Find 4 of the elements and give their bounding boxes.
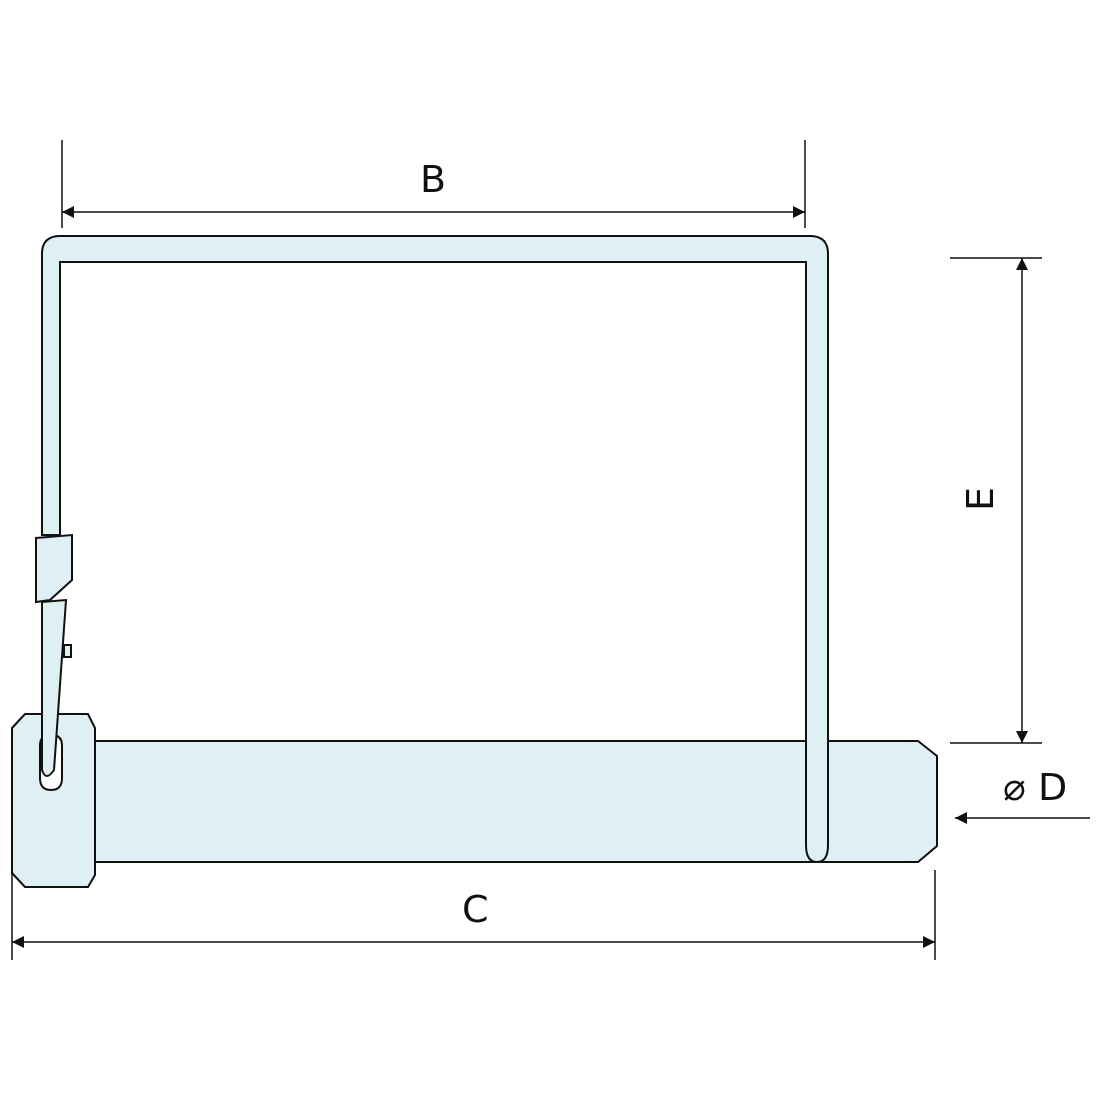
dimension-label: ⌀ D <box>1003 768 1068 806</box>
dimension-label: E <box>961 487 999 511</box>
dimension-label: C <box>462 890 489 928</box>
dimension-label: B <box>420 160 447 198</box>
